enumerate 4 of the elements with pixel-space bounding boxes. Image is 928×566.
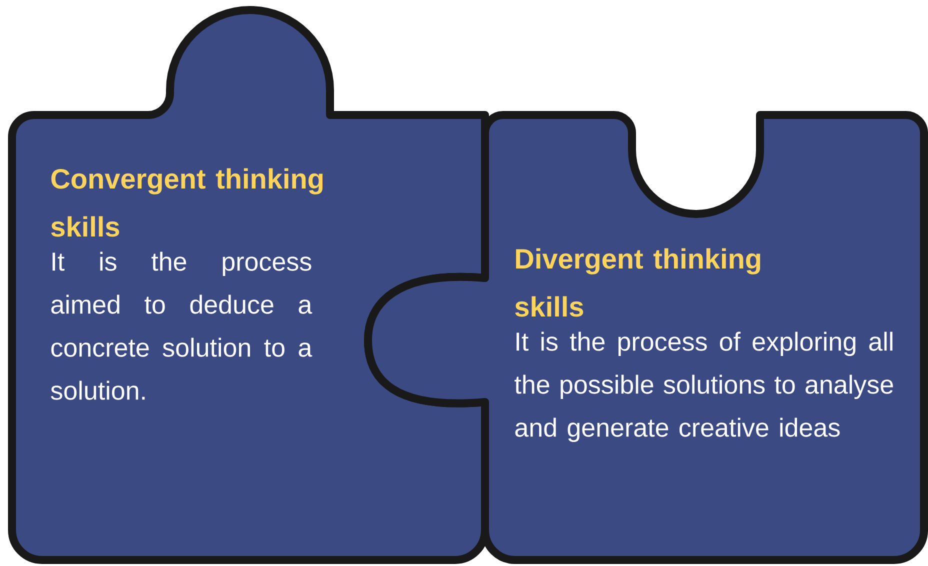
puzzle-piece: Divergent thinking skills It is the process of exploring all the possible solutions to analyse and generate creative ideas	[364, 111, 928, 564]
node-label: It is the process of exploring all the possible solutions to analyse and generate creative ideas	[514, 332, 893, 442]
puzzle-piece: Convergent thinking skills It is the process aimed to deduce a concrete solution to a solution.	[8, 6, 489, 564]
node-label: Divergent thinking skills	[515, 248, 760, 317]
